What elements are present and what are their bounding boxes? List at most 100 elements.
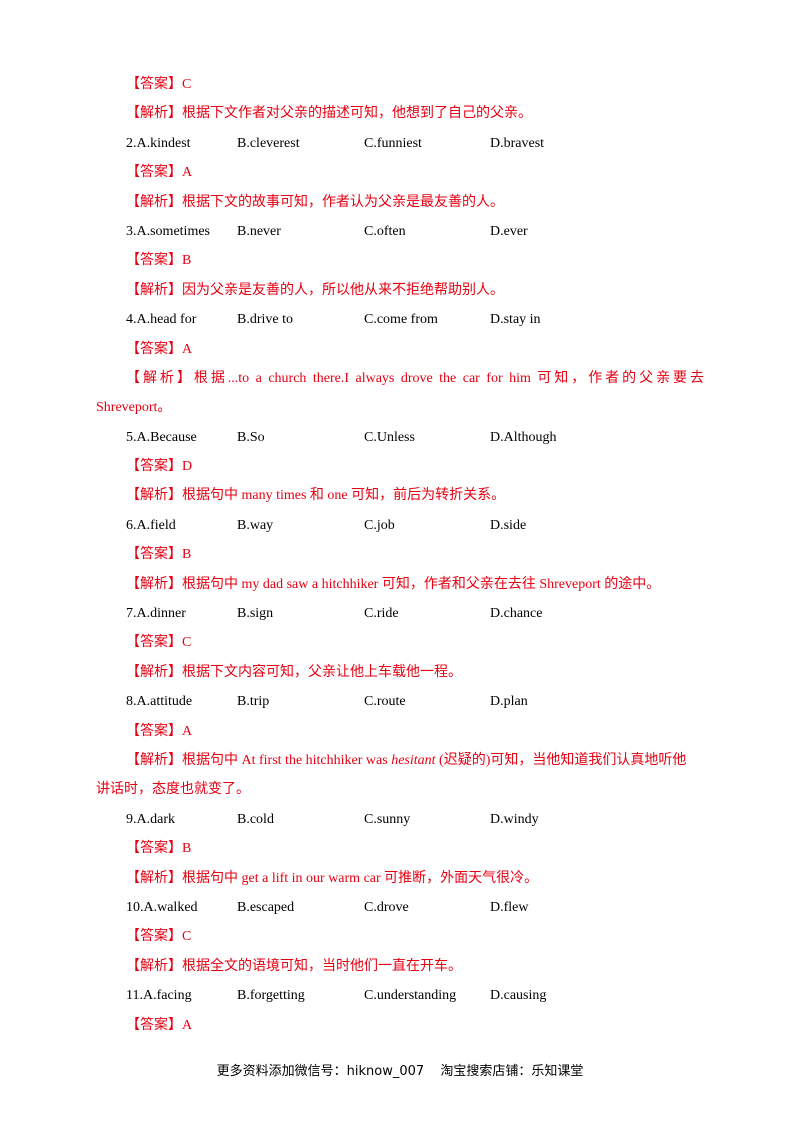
question-option: C.understanding: [364, 988, 457, 1004]
explanation-text: 根据下文的故事可知，作者认为父亲是最友善的人。: [182, 194, 504, 210]
question-row: 6.A.field B.way C.job D.side: [0, 511, 800, 540]
question-option: B.So: [237, 429, 265, 445]
explanation-label: 【解析】: [126, 370, 194, 386]
answer-label: 【答案】: [126, 341, 182, 357]
question-option: B.escaped: [237, 899, 295, 915]
explanation-label: 【解析】: [126, 752, 182, 768]
answer-label: 【答案】: [126, 165, 182, 181]
question-option: D.stay in: [490, 312, 541, 328]
explanation-label: 【解析】: [126, 576, 182, 592]
explanation-label: 【解析】: [126, 282, 182, 298]
footer: 更多资料添加微信号：hiknow_007 淘宝搜索店铺：乐知课堂: [0, 1060, 800, 1079]
explanation-text: 根据下文内容可知，父亲让他上车载他一程。: [182, 664, 462, 680]
explanation-text: 因为父亲是友善的人，所以他从来不拒绝帮助别人。: [182, 282, 504, 298]
question-option: 7.A.dinner: [126, 606, 186, 622]
explanation-line: 【解析】根据下文内容可知，父亲让他上车载他一程。: [0, 658, 800, 687]
explanation-text: 根据句中 my dad saw a hitchhiker 可知，作者和父亲在去往…: [182, 576, 661, 592]
footer-taobao: 淘宝搜索店铺：乐知课堂: [440, 1064, 584, 1079]
explanation-label: 【解析】: [126, 194, 182, 210]
answer-label: 【答案】: [126, 1017, 182, 1033]
question-option: 4.A.head for: [126, 312, 197, 328]
answer-value: B: [182, 841, 192, 857]
explanation-text: 根据句中 many times 和 one 可知，前后为转折关系。: [182, 488, 506, 504]
explanation-line: 【解析】根据句中 my dad saw a hitchhiker 可知，作者和父…: [0, 570, 800, 599]
explanation-line: 【解析】根据句中 get a lift in our warm car 可推断，…: [0, 864, 800, 893]
question-option: B.sign: [237, 606, 274, 622]
answer-line: 【答案】B: [0, 540, 800, 569]
question-option: D.plan: [490, 694, 528, 710]
answer-value: A: [182, 1017, 193, 1033]
answer-value: A: [182, 165, 193, 181]
question-option: C.route: [364, 694, 406, 710]
answer-line: 【答案】B: [0, 834, 800, 863]
question-option: 11.A.facing: [126, 988, 192, 1004]
question-option: C.sunny: [364, 811, 411, 827]
question-option: C.job: [364, 517, 395, 533]
answer-line: 【答案】D: [0, 452, 800, 481]
question-option: B.never: [237, 223, 281, 239]
explanation-text: 根据全文的语境可知，当时他们一直在开车。: [182, 958, 462, 974]
explanation-italic-word: hesitant: [391, 752, 436, 768]
answer-label: 【答案】: [126, 253, 182, 269]
question-option: D.bravest: [490, 135, 545, 151]
answer-line: 【答案】B: [0, 246, 800, 275]
answer-line: 【答案】C: [0, 628, 800, 657]
answer-value: A: [182, 723, 193, 739]
question-option: D.windy: [490, 811, 539, 827]
explanation-text: (迟疑的)可知，当他知道我们认真地听他: [435, 752, 687, 768]
question-option: C.Unless: [364, 429, 415, 445]
answer-line: 【答案】A: [0, 335, 800, 364]
question-option: 2.A.kindest: [126, 135, 191, 151]
answer-line: 【答案】A: [0, 717, 800, 746]
answer-label: 【答案】: [126, 77, 182, 92]
answer-value: B: [182, 253, 192, 269]
question-option: 9.A.dark: [126, 811, 175, 827]
question-option: C.ride: [364, 606, 399, 622]
answer-value: A: [182, 341, 193, 357]
explanation-text: 根据句中 get a lift in our warm car 可推断，外面天气…: [182, 870, 539, 886]
question-option: B.trip: [237, 694, 270, 710]
question-row: 7.A.dinner B.sign C.ride D.chance: [0, 599, 800, 628]
explanation-label: 【解析】: [126, 488, 182, 504]
question-option: 3.A.sometimes: [126, 223, 210, 239]
question-option: D.causing: [490, 988, 547, 1004]
explanation-line: 【解析】根据下文的故事可知，作者认为父亲是最友善的人。: [0, 188, 800, 217]
explanation-line: 【解析】根据句中 many times 和 one 可知，前后为转折关系。: [0, 481, 800, 510]
question-option: C.often: [364, 223, 406, 239]
explanation-continuation: Shreveport。: [96, 400, 172, 416]
answer-line: 【答案】A: [0, 158, 800, 187]
explanation-label: 【解析】: [126, 664, 182, 680]
question-option: D.Although: [490, 429, 557, 445]
document-body: 【答案】C【解析】根据下文作者对父亲的描述可知，他想到了自己的父亲。2.A.ki…: [0, 70, 800, 1040]
question-option: 6.A.field: [126, 517, 176, 533]
answer-label: 【答案】: [126, 635, 182, 651]
footer-wechat: 更多资料添加微信号：hiknow_007: [216, 1064, 425, 1079]
explanation-line: 【解析】根据下文作者对父亲的描述可知，他想到了自己的父亲。: [0, 99, 800, 128]
answer-line: 【答案】C: [0, 922, 800, 951]
question-option: B.way: [237, 517, 274, 533]
question-option: D.chance: [490, 606, 543, 622]
answer-value: C: [182, 77, 192, 92]
explanation-line: 【解析】因为父亲是友善的人，所以他从来不拒绝帮助别人。: [0, 276, 800, 305]
explanation-text: 根据句中 At first the hitchhiker was: [182, 752, 392, 768]
answer-label: 【答案】: [126, 841, 182, 857]
question-option: C.come from: [364, 312, 438, 328]
explanation-label: 【解析】: [126, 870, 182, 886]
explanation-label: 【解析】: [126, 958, 182, 974]
answer-label: 【答案】: [126, 459, 182, 475]
explanation-line: 【解析】根据全文的语境可知，当时他们一直在开车。: [0, 952, 800, 981]
question-option: D.flew: [490, 899, 529, 915]
explanation-continuation: 讲话时，态度也就变了。: [96, 782, 250, 798]
question-option: D.side: [490, 517, 527, 533]
answer-label: 【答案】: [126, 723, 182, 739]
explanation-text: 根据...to a church there.I always drove th…: [193, 370, 704, 386]
answer-label: 【答案】: [126, 547, 182, 563]
answer-label: 【答案】: [126, 929, 182, 945]
